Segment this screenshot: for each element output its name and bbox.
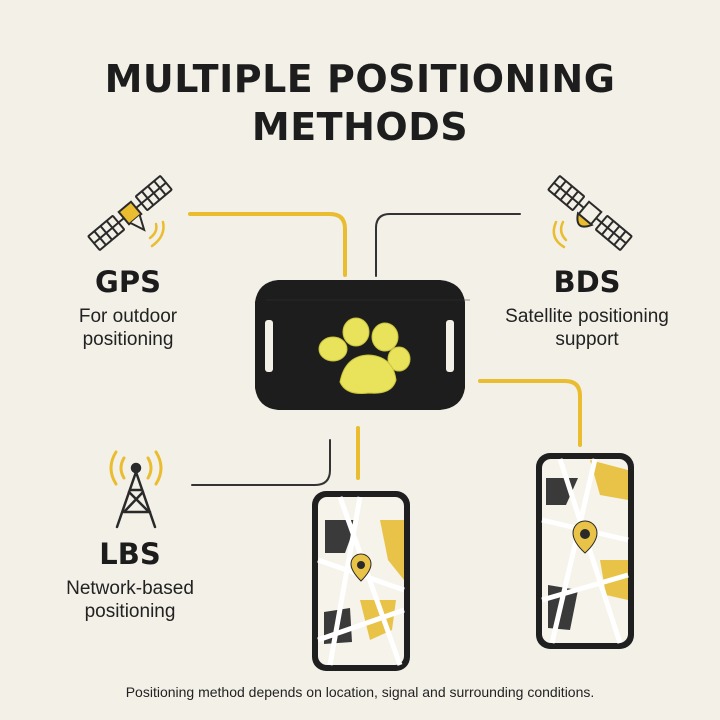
lbs-desc-line1: Network-based [66, 578, 194, 599]
phone-center [312, 491, 410, 671]
phone-right-connector [478, 379, 582, 447]
lbs-desc-line2: positioning [84, 601, 176, 622]
paw-icon [318, 317, 411, 394]
lbs-connector [191, 439, 331, 486]
gps-title: GPS [95, 265, 161, 299]
bds-title: BDS [553, 265, 621, 299]
location-pin-icon [572, 520, 598, 554]
page-title-line2: METHODS [251, 105, 469, 149]
gps-label: GPS For outdoor positioning [28, 268, 228, 351]
lbs-label: LBS Network-based positioning [40, 540, 220, 623]
bds-desc-line1: Satellite positioning [505, 306, 669, 327]
bds-desc-line2: support [555, 329, 619, 350]
gps-desc-line1: For outdoor [78, 306, 178, 327]
tracker-device [255, 280, 470, 410]
footnote: Positioning method depends on location, … [125, 684, 595, 700]
gps-connector [188, 212, 347, 277]
signal-waves [148, 220, 165, 248]
connectors [188, 212, 582, 486]
lbs-title: LBS [99, 537, 161, 571]
bds-connector [375, 213, 521, 277]
satellite-icon [547, 175, 633, 251]
gps-desc-line2: positioning [82, 329, 174, 350]
page-title-line1: MULTIPLE POSITIONING [104, 57, 616, 101]
satellite-icon [87, 175, 173, 251]
bds-label: BDS Satellite positioning support [487, 268, 687, 351]
cell-tower-icon [109, 450, 163, 529]
location-pin-icon [350, 553, 372, 582]
phone-right [536, 453, 634, 649]
